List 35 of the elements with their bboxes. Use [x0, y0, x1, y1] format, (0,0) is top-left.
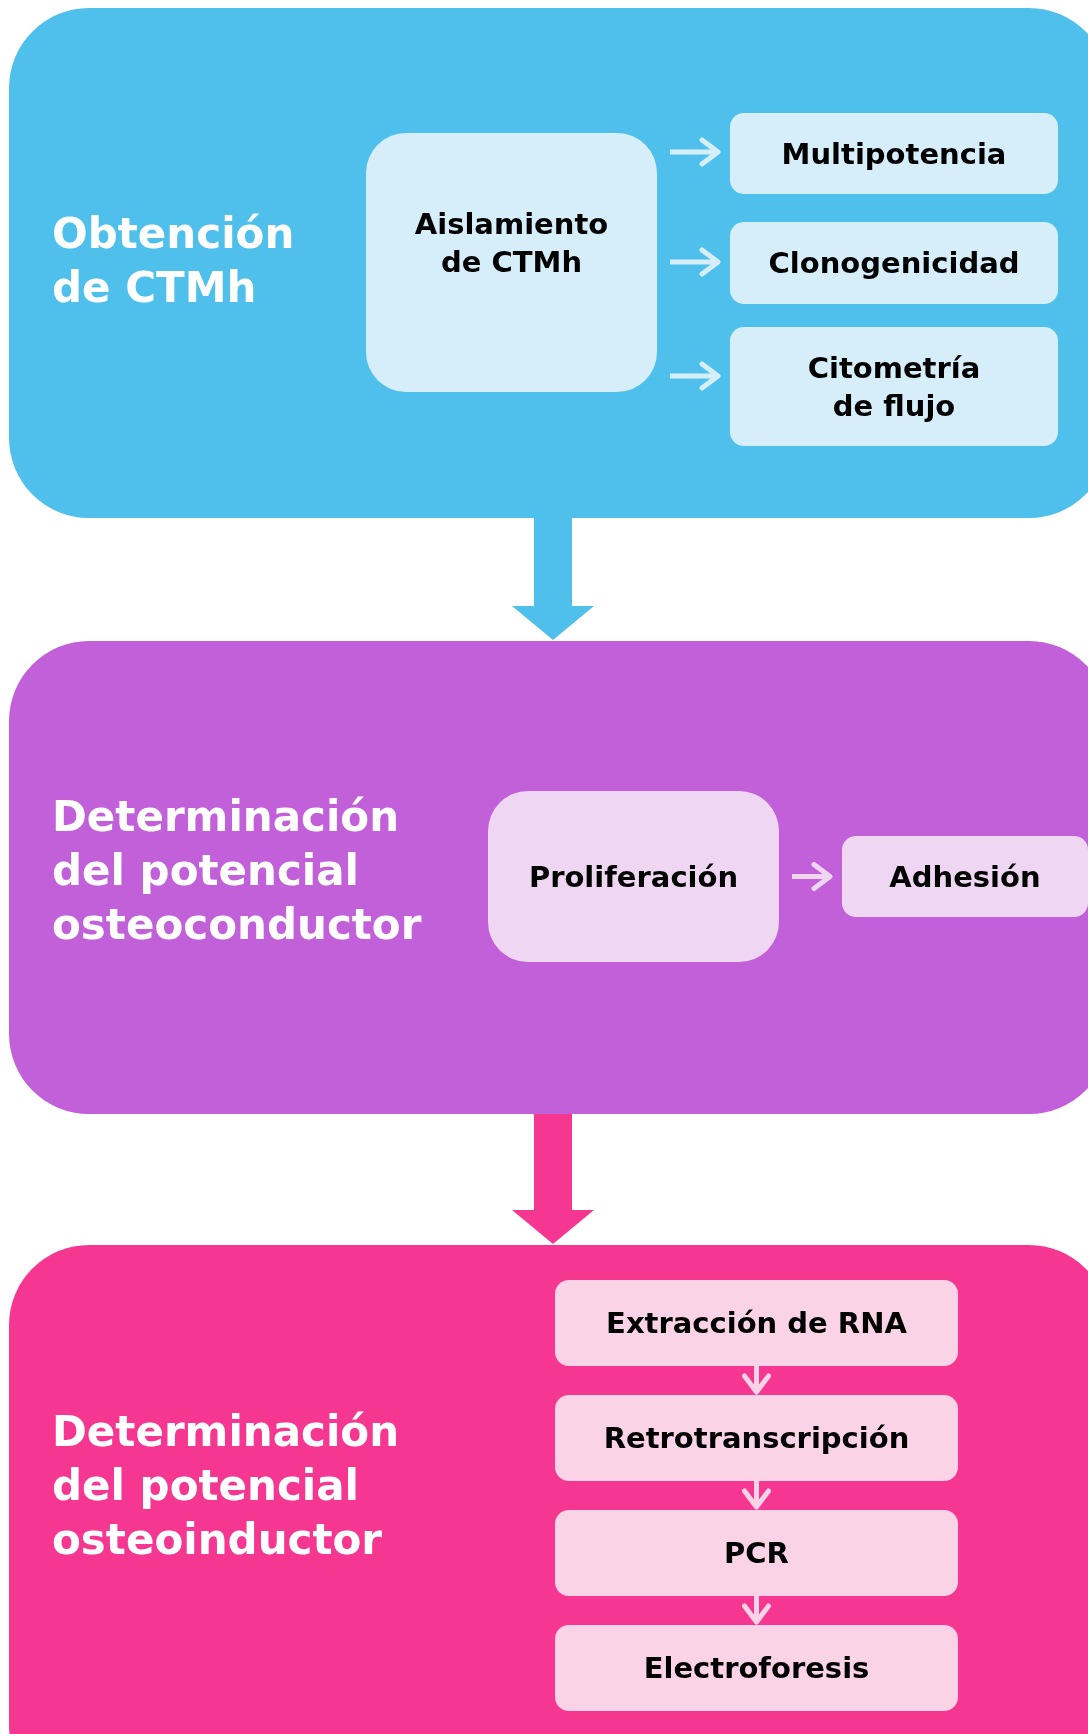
step-label: Multipotencia — [781, 135, 1007, 173]
step-label: Retrotranscripción — [603, 1420, 910, 1457]
stage-panel — [9, 641, 1088, 1114]
arrow — [792, 862, 833, 891]
step-label: PCR — [724, 1535, 789, 1572]
block-arrow — [512, 518, 594, 640]
stage-panel — [9, 8, 1088, 518]
step-label: Adhesión — [889, 858, 1041, 896]
step-label: Citometría de flujo — [806, 349, 982, 425]
arrow — [670, 137, 721, 167]
step-box — [488, 791, 779, 962]
step-box — [555, 1395, 958, 1481]
step-box — [555, 1510, 958, 1596]
step-box — [730, 327, 1058, 446]
step-label: Electroforesis — [643, 1650, 870, 1687]
stage-title: Determinación del potencial osteoconductor — [52, 791, 423, 951]
stage-title: Determinación del potencial osteoinductor — [52, 1406, 401, 1566]
arrow — [670, 361, 721, 391]
step-label: Clonogenicidad — [768, 245, 1020, 282]
stage-panel — [9, 1245, 1088, 1734]
arrow — [670, 247, 721, 277]
arrow — [742, 1481, 771, 1510]
step-box — [730, 222, 1058, 304]
step-label: Extracción de RNA — [606, 1305, 907, 1342]
step-box — [555, 1280, 958, 1366]
step-box — [842, 836, 1088, 917]
step-box — [555, 1625, 958, 1711]
step-box — [366, 133, 657, 392]
stage-title: Obtención de CTMh — [52, 208, 296, 314]
step-label: Proliferación — [528, 858, 739, 896]
arrow — [742, 1596, 771, 1625]
arrow — [742, 1366, 771, 1395]
block-arrow — [512, 1114, 594, 1244]
step-box — [730, 113, 1058, 194]
step-label: Aislamiento de CTMh — [413, 205, 610, 281]
